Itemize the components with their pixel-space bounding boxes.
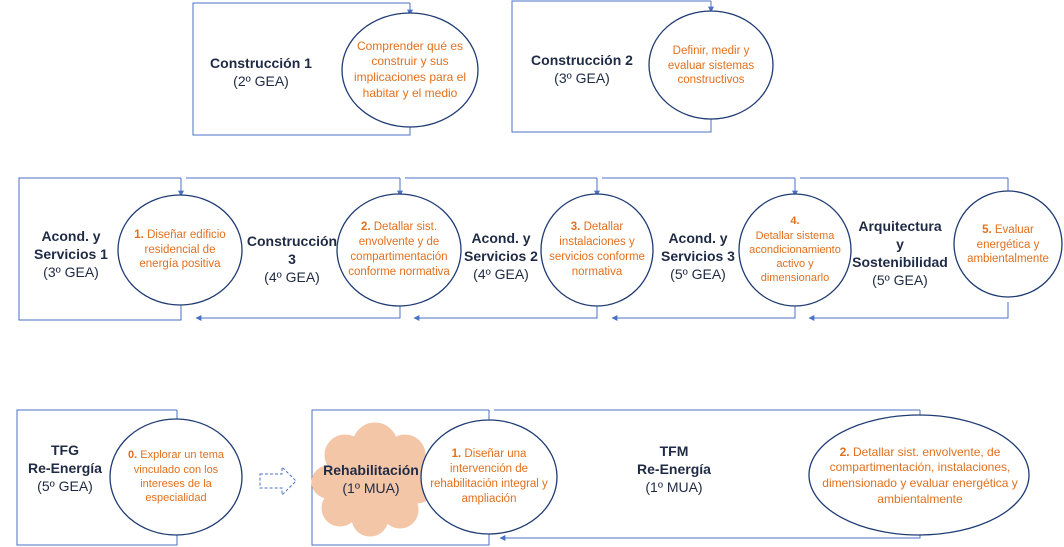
tfm-num-1: 1.	[451, 448, 462, 461]
ellipse-tfm1	[420, 419, 558, 535]
tfg-goal-text: Explorar un tema vinculado con los inter…	[133, 449, 224, 505]
construccion-1-title: Construcción 1	[210, 55, 312, 71]
acond2-label: Acond. y Servicios 2 (4º GEA)	[458, 230, 544, 284]
acond2-sub: (4º GEA)	[473, 265, 529, 282]
construccion-1-goal: Comprender qué es construir y sus implic…	[346, 18, 474, 122]
acond1-goal-text: Diseñar edificio residencial de energía …	[139, 228, 226, 271]
construccion-2-label: Construcción 2 (3º GEA)	[517, 52, 647, 88]
tfg-num: 0.	[127, 449, 138, 462]
tfg-sub: (5º GEA)	[37, 477, 93, 494]
ellipse-acond2	[540, 193, 654, 307]
tfm-title-a: TFM	[659, 443, 689, 459]
rehabilitacion-title: Rehabilitación	[323, 462, 419, 478]
construccion-2-sub: (3º GEA)	[554, 69, 610, 86]
tfm-title-b: Re-Energía	[637, 460, 711, 477]
acond1-title-b: Servicios 1	[34, 245, 108, 262]
ellipse-c1	[341, 12, 479, 128]
ellipse-tfg	[109, 418, 243, 536]
arq-title-a: Arquitectura	[858, 218, 942, 234]
tfg-goal: 0. Explorar un tema vinculado con los in…	[118, 426, 234, 528]
arq-title-b: y	[896, 235, 904, 252]
acond1-num: 1.	[134, 228, 144, 241]
construccion-2-goal: Definir, medir y evaluar sistemas constr…	[654, 20, 768, 112]
construccion-3-title-b: 3	[288, 250, 296, 267]
acond3-num: 4.	[790, 215, 800, 228]
acond3-goal-text: Detallar sistema acondicionamiento activ…	[749, 229, 841, 285]
ellipses	[109, 10, 1063, 536]
rehabilitacion-cloud	[311, 422, 436, 537]
acond2-num: 3.	[570, 221, 581, 234]
tfm-goal-1: 1. Diseñar una intervención de rehabilit…	[425, 428, 553, 526]
ellipse-acond3	[738, 193, 852, 307]
construccion-2-goal-text: Definir, medir y evaluar sistemas constr…	[667, 44, 755, 87]
construccion-1-sub: (2º GEA)	[233, 72, 289, 89]
rehabilitacion-sub: (1º MUA)	[342, 479, 400, 496]
rehabilitacion-label: Rehabilitación (1º MUA)	[316, 462, 426, 498]
arq-goal: 5. Evaluar energética y ambientalmente	[958, 204, 1058, 286]
acond1-title-a: Acond. y	[41, 228, 101, 244]
construccion-3-num: 2.	[360, 221, 371, 234]
acond3-label: Acond. y Servicios 3 (5º GEA)	[654, 230, 742, 284]
tfg-label: TFG Re-Energía (5º GEA)	[20, 442, 110, 496]
acond2-title-a: Acond. y	[471, 230, 531, 246]
tfg-title-b: Re-Energía	[28, 459, 102, 476]
construccion-3-goal: 2. Detallar sist. envolvente y de compar…	[340, 200, 458, 300]
acond3-title-b: Servicios 3	[661, 247, 735, 264]
tfm-label: TFM Re-Energía (1º MUA)	[624, 443, 724, 497]
arq-num: 5.	[982, 223, 992, 236]
acond3-title-a: Acond. y	[668, 230, 728, 246]
construccion-1-label: Construcción 1 (2º GEA)	[196, 55, 326, 91]
acond3-goal: 4.Detallar sistema acondicionamiento act…	[744, 202, 846, 298]
tfm-goal-2-text: Detallar sist. envolvente, de compartime…	[822, 444, 1018, 506]
construccion-1-goal-text: Comprender qué es construir y sus implic…	[353, 38, 467, 100]
acond3-sub: (5º GEA)	[670, 265, 726, 282]
construccion-2-title: Construcción 2	[531, 52, 633, 68]
ellipse-acond1	[117, 194, 243, 306]
ellipse-tfm2	[808, 414, 1030, 536]
ellipse-arq	[953, 190, 1063, 298]
acond2-goal-text: Detallar instalaciones y servicios confo…	[549, 221, 645, 278]
acond1-label: Acond. y Servicios 1 (3º GEA)	[22, 228, 120, 282]
arq-title-c: Sostenibilidad	[852, 253, 948, 270]
row2-frame	[18, 177, 1011, 321]
acond2-title-b: Servicios 2	[464, 247, 538, 264]
tfm-sub: (1º MUA)	[645, 478, 703, 495]
tfm-goal-1-text: Diseñar una intervención de rehabilitaci…	[430, 448, 548, 505]
tfm-goal-2: 2. Detallar sist. envolvente, de compart…	[814, 428, 1026, 524]
acond2-goal: 3. Detallar instalaciones y servicios co…	[546, 202, 648, 298]
construccion-3-sub: (4º GEA)	[264, 268, 320, 285]
tfm-num-2: 2.	[839, 444, 850, 459]
dashed-arrow-icon	[259, 465, 297, 497]
acond1-goal: 1. Diseñar edificio residencial de energ…	[124, 202, 236, 298]
tfg-title-a: TFG	[51, 442, 79, 458]
ellipse-c2	[648, 10, 774, 120]
ellipse-c3	[336, 193, 462, 307]
construccion-3-goal-text: Detallar sist. envolvente y de compartim…	[348, 221, 450, 278]
arq-label: Arquitectura y Sostenibilidad (5º GEA)	[848, 218, 952, 290]
acond1-sub: (3º GEA)	[43, 263, 99, 280]
arq-goal-text: Evaluar energética y ambientalmente	[967, 223, 1049, 266]
construccion-3-title-a: Construcción	[246, 233, 338, 249]
construccion-2-box	[511, 0, 714, 133]
construccion-3-label: Construcción 3 (4º GEA)	[244, 233, 340, 287]
arq-sub: (5º GEA)	[872, 271, 928, 288]
